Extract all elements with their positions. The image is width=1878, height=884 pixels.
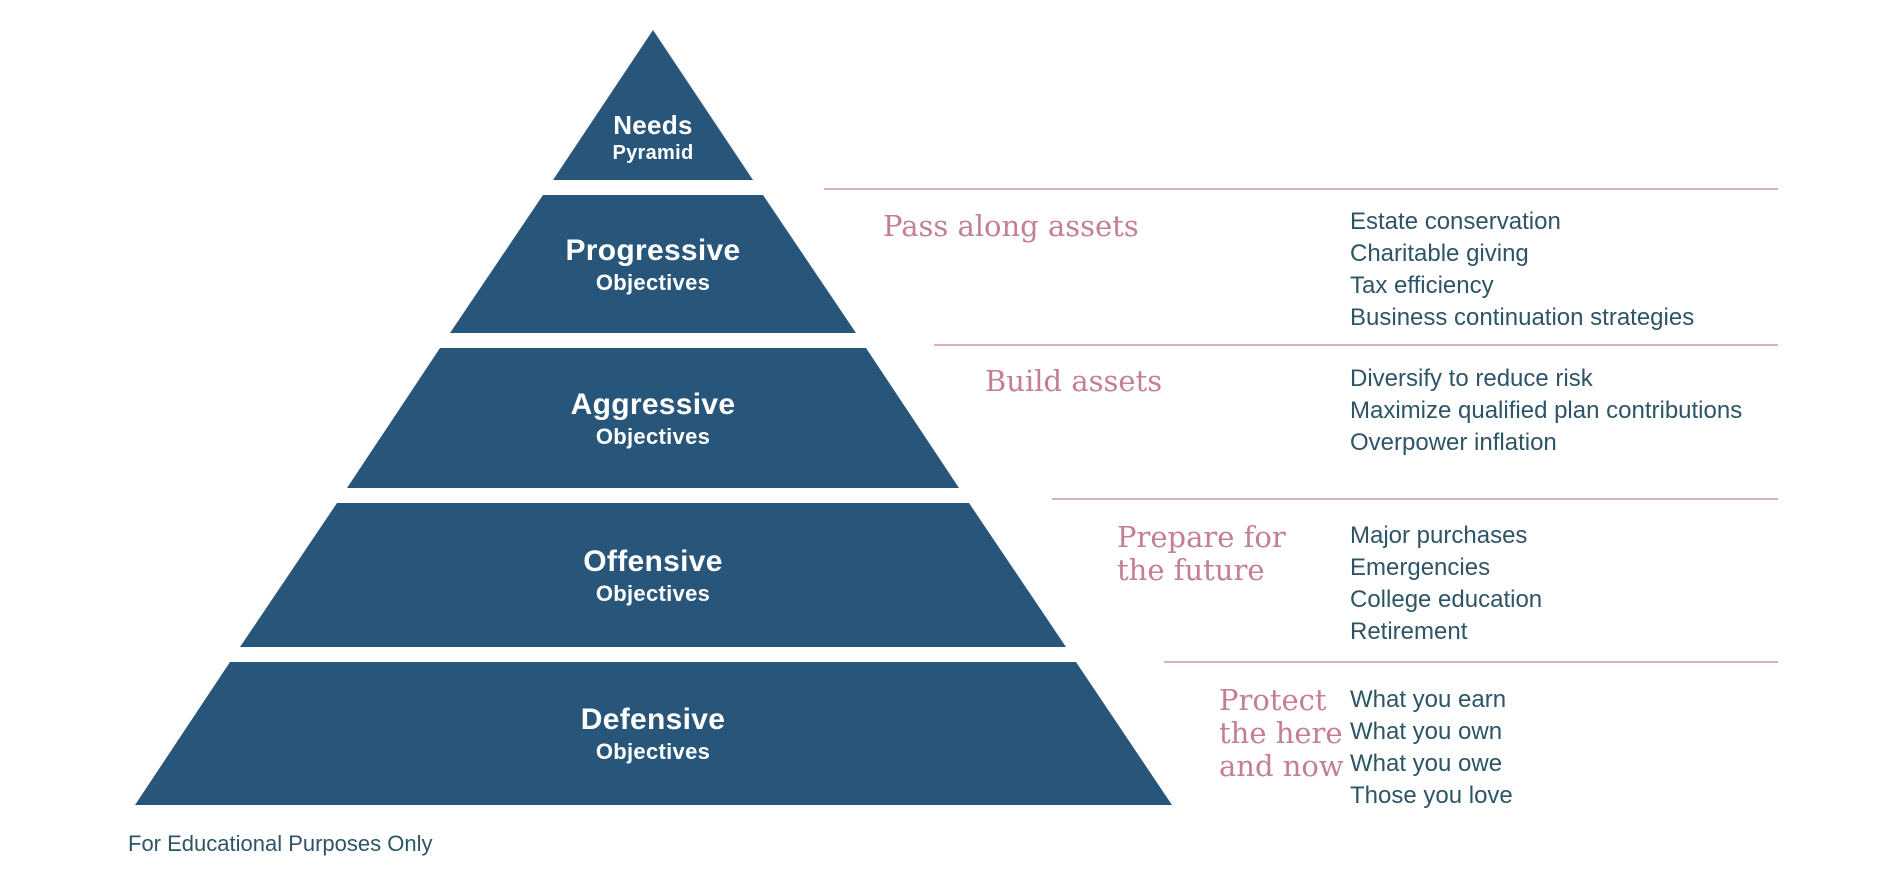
heading-line: Build assets bbox=[985, 364, 1163, 398]
heading-line: Prepare for bbox=[1117, 520, 1286, 554]
pyramid-tier-needs bbox=[553, 30, 753, 180]
list-item: Business continuation strategies bbox=[1350, 304, 1695, 331]
list-item: College education bbox=[1350, 586, 1543, 613]
list-item: Retirement bbox=[1350, 618, 1468, 645]
list-item: Tax efficiency bbox=[1350, 272, 1494, 299]
section-heading-pass-along-assets: Pass along assets bbox=[883, 210, 1139, 243]
heading-line: Protect bbox=[1219, 683, 1327, 717]
list-item: Emergencies bbox=[1350, 554, 1491, 581]
list-item: Overpower inflation bbox=[1350, 429, 1557, 456]
heading-line: and now bbox=[1219, 749, 1344, 783]
list-item: Estate conservation bbox=[1350, 208, 1561, 235]
section-items-protect-the-here-and-now: What you earn What you own What you owe … bbox=[1350, 684, 1513, 812]
pyramid-tier-defensive bbox=[135, 662, 1172, 805]
heading-line: the future bbox=[1117, 553, 1265, 587]
list-item: Major purchases bbox=[1350, 522, 1528, 549]
pyramid-tier-offensive bbox=[240, 503, 1066, 647]
section-divider bbox=[1052, 498, 1778, 500]
section-heading-protect-the-here-and-now: Protect the here and now bbox=[1219, 684, 1344, 783]
section-divider bbox=[934, 344, 1778, 346]
list-item: What you earn bbox=[1350, 686, 1507, 713]
list-item: Diversify to reduce risk bbox=[1350, 365, 1593, 392]
list-item: What you own bbox=[1350, 718, 1503, 745]
heading-line: the here bbox=[1219, 716, 1343, 750]
section-items-build-assets: Diversify to reduce risk Maximize qualif… bbox=[1350, 363, 1742, 459]
list-item: Charitable giving bbox=[1350, 240, 1529, 267]
section-heading-prepare-for-the-future: Prepare for the future bbox=[1117, 521, 1286, 587]
section-items-prepare-for-the-future: Major purchases Emergencies College educ… bbox=[1350, 520, 1542, 648]
list-item: Those you love bbox=[1350, 782, 1513, 809]
section-divider bbox=[1164, 661, 1778, 663]
pyramid-tier-progressive bbox=[450, 195, 856, 333]
list-item: What you owe bbox=[1350, 750, 1503, 777]
section-items-pass-along-assets: Estate conservation Charitable giving Ta… bbox=[1350, 206, 1694, 334]
section-heading-build-assets: Build assets bbox=[985, 365, 1162, 398]
pyramid-tier-aggressive bbox=[347, 348, 959, 488]
heading-line: Pass along assets bbox=[883, 209, 1139, 243]
section-divider bbox=[824, 188, 1778, 190]
list-item: Maximize qualified plan contributions bbox=[1350, 397, 1743, 424]
footer-disclaimer: For Educational Purposes Only bbox=[128, 831, 433, 856]
